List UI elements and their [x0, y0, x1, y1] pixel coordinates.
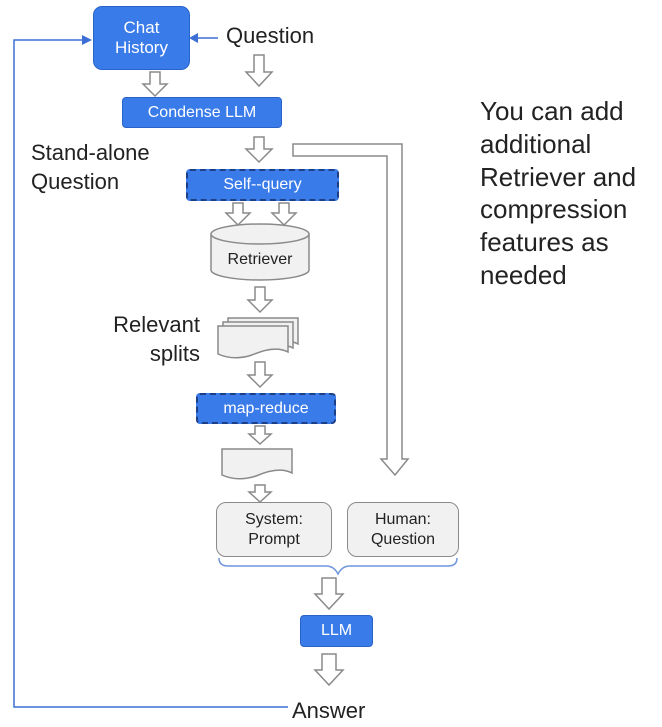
answer-to-history-arrowhead [82, 35, 92, 45]
standalone-question-label: Stand-alone Question [31, 140, 150, 194]
relevant-splits-label: Relevant splits [113, 312, 200, 366]
answer-to-history-line [13, 39, 288, 708]
answer-label: Answer [292, 698, 366, 723]
reduced-doc-icon [221, 448, 293, 480]
arrow-brace-to-llm [313, 577, 345, 611]
arrow-splits-to-mapreduce [246, 361, 274, 389]
arrow-llm-to-answer [313, 653, 345, 687]
prompt-grouping-brace [218, 557, 458, 576]
chat-history-node: Chat History [93, 6, 190, 70]
arrow-mapreduce-to-doc [247, 425, 273, 446]
map-reduce-node: map-reduce [196, 393, 336, 424]
retriever-label: Retriever [227, 251, 293, 268]
arrow-history-to-condense [141, 71, 169, 98]
human-question-node: Human: Question [347, 502, 459, 557]
llm-node: LLM [300, 615, 373, 647]
system-prompt-node: System: Prompt [216, 502, 332, 557]
arrow-question-to-condense [244, 54, 274, 88]
question-label: Question [226, 23, 315, 48]
self-query-node: Self--query [186, 169, 339, 201]
arrow-selfquery-to-retriever-left [224, 202, 252, 227]
arrow-selfquery-to-retriever-right [270, 202, 298, 227]
arrow-retriever-to-splits [246, 286, 274, 314]
condense-llm-node: Condense LLM [122, 97, 282, 128]
arrow-question-bypass-to-human [292, 143, 410, 477]
retriever-cylinder [210, 223, 310, 281]
relevant-splits-docs-icon [217, 317, 299, 359]
arrow-doc-to-system-prompt [247, 484, 273, 504]
side-note: You can add additional Retriever and com… [480, 96, 637, 290]
question-to-history-arrowhead [189, 33, 198, 43]
arrow-condense-to-selfquery [244, 136, 274, 164]
